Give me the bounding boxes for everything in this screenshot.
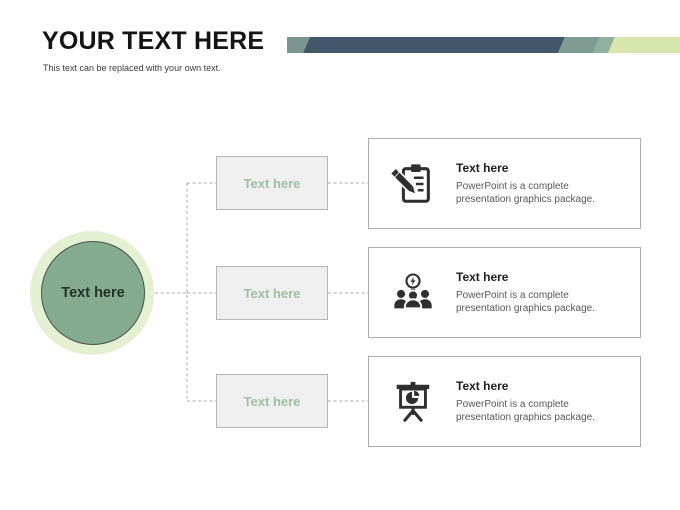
team-idea-icon <box>393 272 432 309</box>
card-description: PowerPoint is a complete presentation gr… <box>456 289 595 314</box>
clipboard-pencil-icon <box>389 163 430 203</box>
root-node-label: Text here <box>61 285 125 301</box>
branch-box-3: Text here <box>216 374 328 428</box>
card-icon-wrap <box>369 161 456 207</box>
root-node: Text here <box>41 241 145 345</box>
card-text-block: Text here PowerPoint is a complete prese… <box>456 379 640 424</box>
card-text-block: Text here PowerPoint is a complete prese… <box>456 270 640 315</box>
page-subtitle: This text can be replaced with your own … <box>43 63 221 73</box>
detail-card-3: Text here PowerPoint is a complete prese… <box>368 356 641 447</box>
card-icon-wrap <box>369 379 456 425</box>
branch-box-1: Text here <box>216 156 328 210</box>
card-icon-wrap <box>369 270 456 316</box>
detail-card-1: Text here PowerPoint is a complete prese… <box>368 138 641 229</box>
branch-box-label: Text here <box>243 285 301 301</box>
card-text-block: Text here PowerPoint is a complete prese… <box>456 161 640 206</box>
card-description: PowerPoint is a complete presentation gr… <box>456 398 595 423</box>
card-description: PowerPoint is a complete presentation gr… <box>456 180 595 205</box>
card-title: Text here <box>456 269 509 284</box>
branch-box-2: Text here <box>216 266 328 320</box>
branch-box-label: Text here <box>243 175 301 191</box>
detail-card-2: Text here PowerPoint is a complete prese… <box>368 247 641 338</box>
page-title: YOUR TEXT HERE <box>42 27 265 55</box>
card-title: Text here <box>456 378 509 393</box>
accent-bar-decoration <box>287 37 680 53</box>
card-title: Text here <box>456 160 509 175</box>
presentation-chart-icon <box>396 381 429 422</box>
branch-box-label: Text here <box>243 393 301 409</box>
